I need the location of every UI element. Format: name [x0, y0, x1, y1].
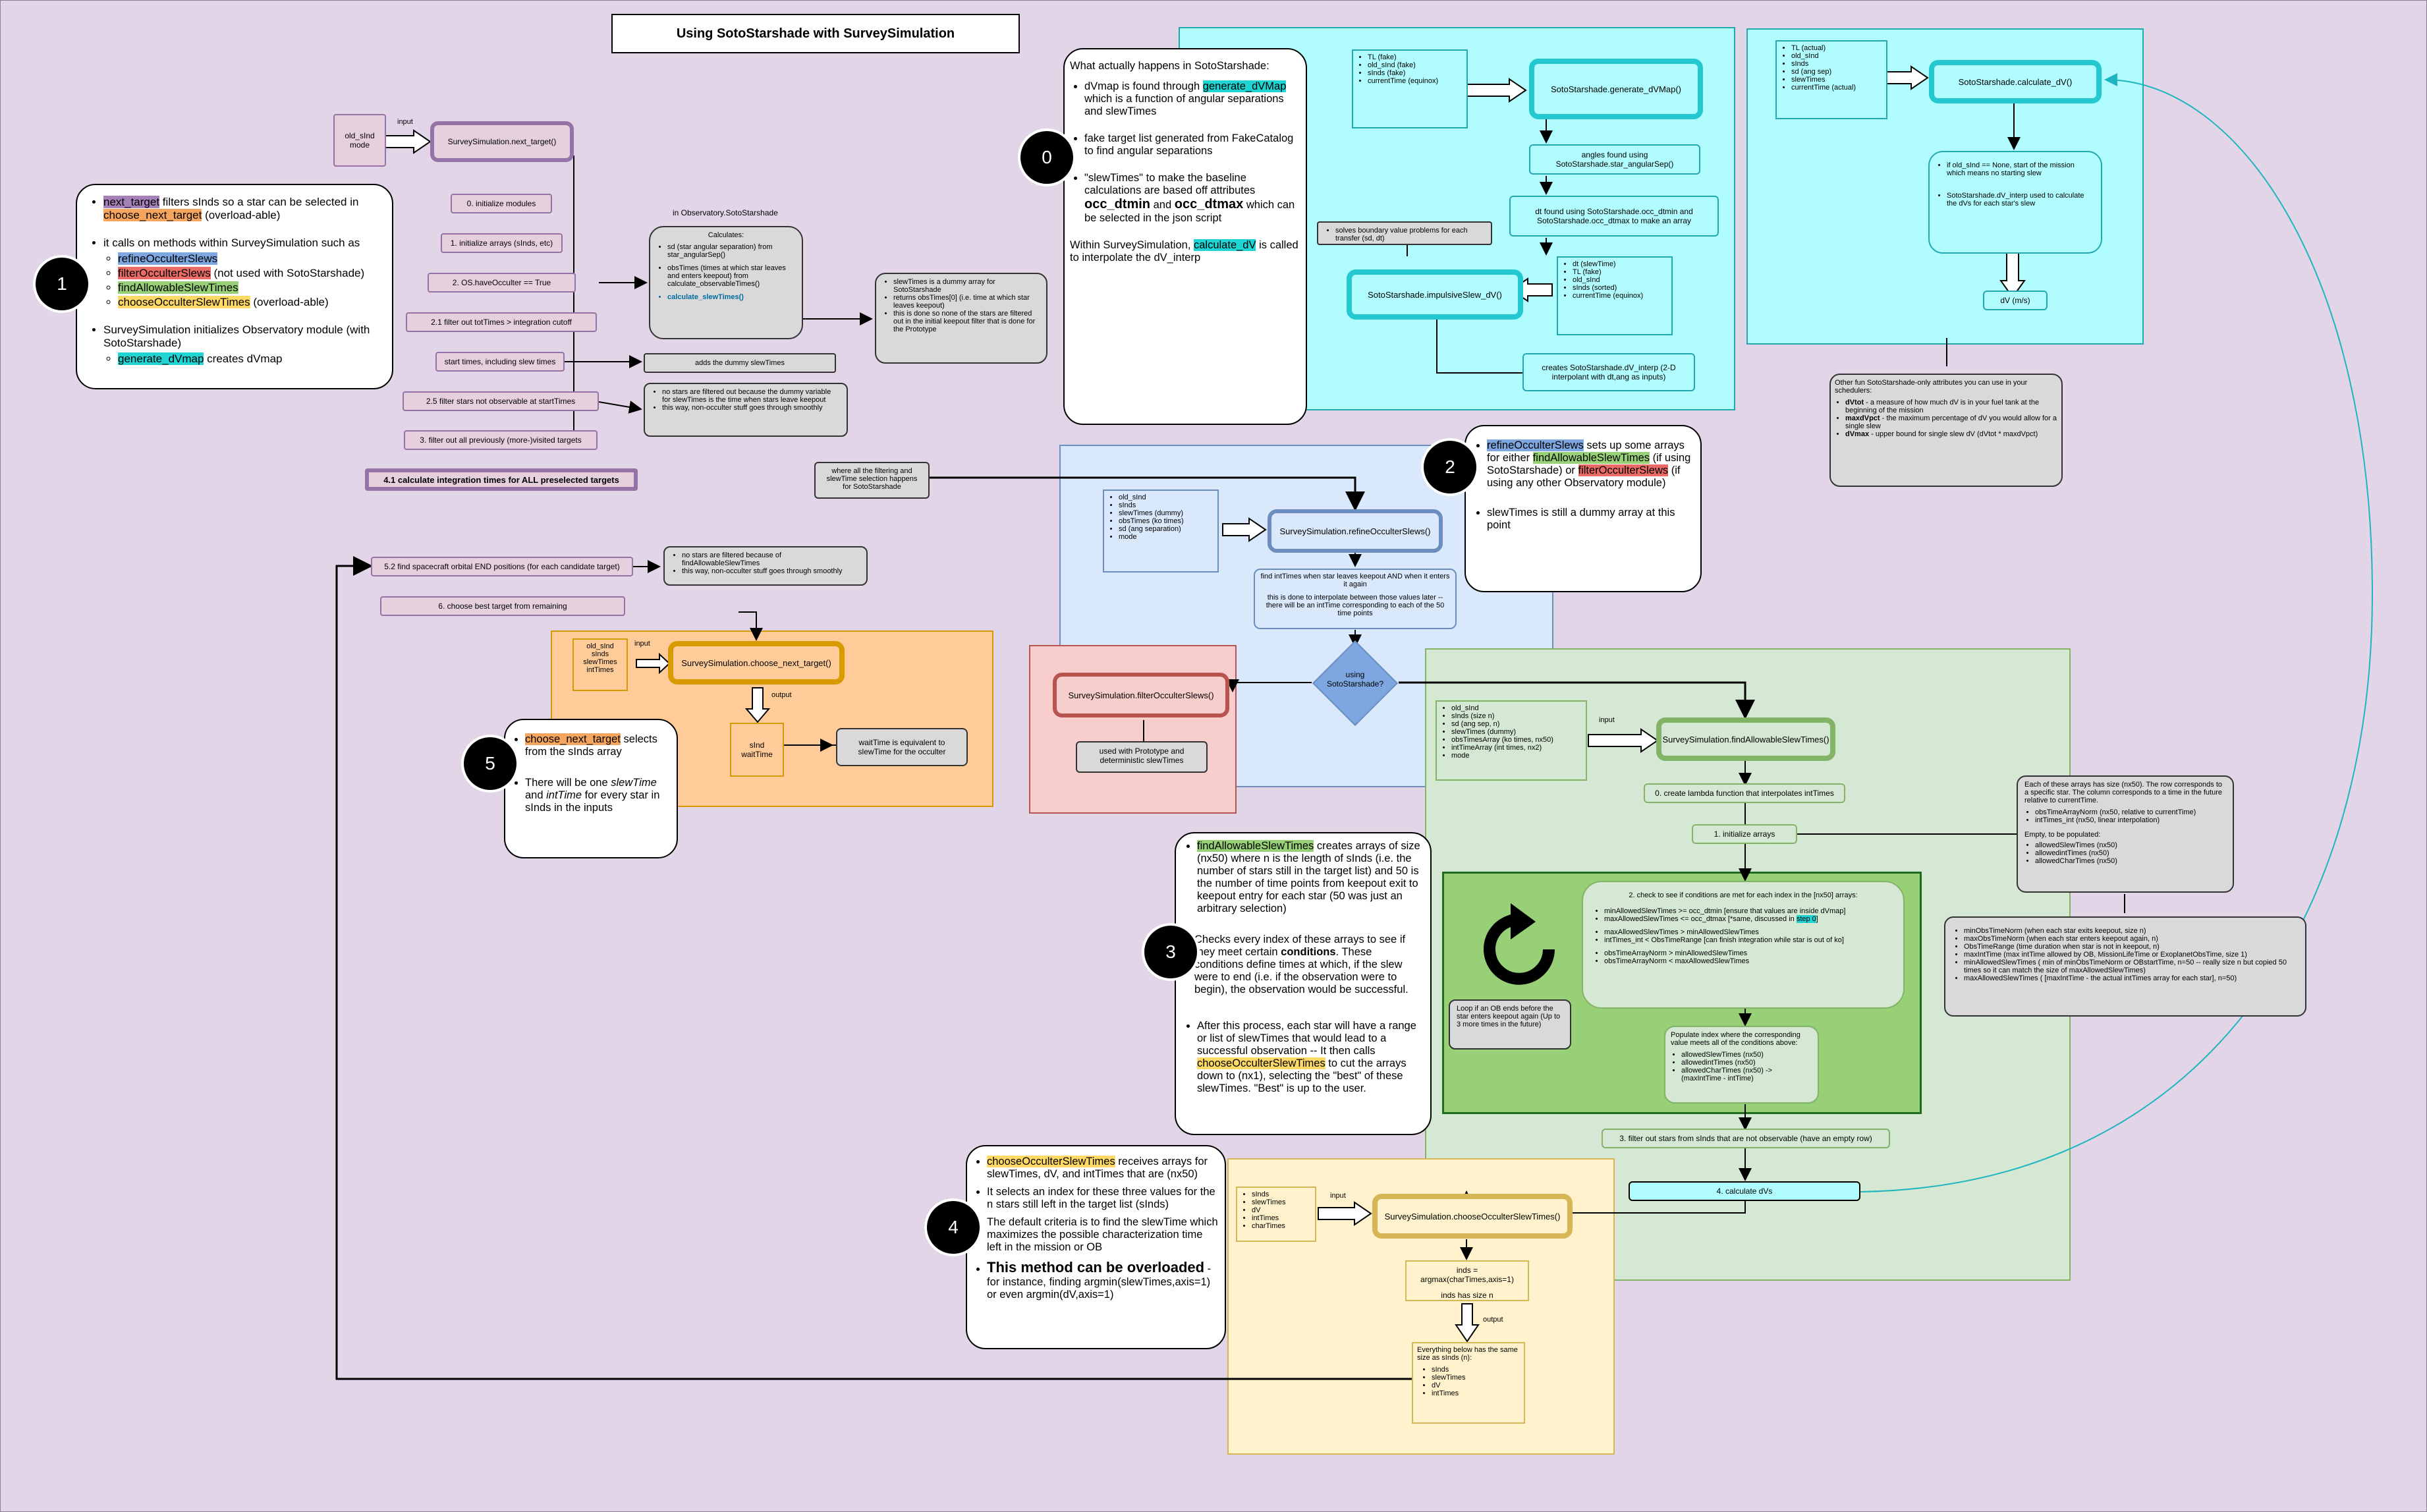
step-1-init-arrays-find: 1. initialize arrays: [1692, 824, 1797, 844]
choose-next-process: SurveySimulation.choose_next_target(): [668, 641, 845, 685]
input-label: input: [397, 118, 413, 126]
dv-interp-step: creates SotoStarshade.dV_interp (2-D int…: [1522, 353, 1695, 391]
link-filter-note: [598, 401, 642, 414]
step-3-filter-empty: 3. filter out stars from sInds that are …: [1602, 1129, 1890, 1148]
observatory-calculates: Calculates: sd (star angular separation)…: [649, 226, 803, 339]
refine-process: SurveySimulation.refineOcculterSlews(): [1268, 509, 1443, 553]
choose-slew-inputs: sIndsslewTimesdVintTimescharTimes: [1236, 1187, 1316, 1242]
link-imp-interp: [1436, 318, 1563, 379]
dummy-slew-note: adds the dummy slewTimes: [644, 353, 836, 373]
page-title: Using SotoStarshade with SurveySimulatio…: [611, 14, 1020, 53]
refine-note: find intTimes when star leaves keepout A…: [1254, 569, 1457, 629]
step-2-conditions: 2. check to see if conditions are met fo…: [1582, 881, 1905, 1009]
generate-dvmap-process: SotoStarshade.generate_dVMap(): [1529, 59, 1703, 119]
note-box-2: refineOcculterSlews sets up some arrays …: [1465, 425, 1702, 592]
step-2-have-occulter: 2. OS.haveOcculter == True: [428, 273, 576, 293]
calc-inputs: TL (actual)old_sIndsIndssd (ang sep)slew…: [1775, 40, 1887, 119]
decision-label: using SotoStarshade?: [1326, 670, 1384, 688]
filter-note: used with Prototype and deterministic sl…: [1076, 741, 1208, 773]
link-loop-back: [335, 556, 1417, 1380]
step-start-times: start times, including slew times: [435, 352, 565, 372]
step-3-filter-visited: 3. filter out all previously (more-)visi…: [404, 430, 598, 450]
calc-desc: if old_sInd == None, start of the missio…: [1928, 151, 2102, 254]
waittime-note: waitTime is equivalent to slewTime for t…: [836, 728, 968, 766]
note-box-5: choose_next_target selects from the sInd…: [504, 719, 678, 858]
note-box-1: next_target filters sInds so a star can …: [76, 184, 393, 389]
link-decision-filter: [1226, 679, 1312, 692]
step-4-calculate-dvs: 4. calculate dVs: [1629, 1181, 1860, 1201]
step-4-1-integration: 4.1 calculate integration times for ALL …: [365, 468, 638, 491]
inds-box: inds = argmax(charTimes,axis=1) inds has…: [1405, 1260, 1529, 1301]
choose-next-output: sInd waitTime: [730, 723, 784, 777]
marker-1: 1: [36, 258, 88, 310]
note-box-0: What actually happens in SotoStarshade: …: [1063, 48, 1307, 425]
where-filtering-note: where all the filtering and slewTime sel…: [814, 462, 930, 499]
marker-2: 2: [1424, 441, 1476, 493]
link-decision-find: [1399, 681, 1755, 719]
step-2-1-filter: 2.1 filter out totTimes > integration cu…: [406, 312, 597, 332]
loop-arrow-icon: [1484, 903, 1555, 985]
link-choose-best: [739, 611, 763, 641]
link-calculate-dvs: [1859, 73, 2374, 1192]
find-allowable-process: SurveySimulation.findAllowableSlewTimes(…: [1656, 717, 1835, 761]
populate-box: Populate index where the corresponding v…: [1664, 1026, 1819, 1104]
step-5-2-orbital: 5.2 find spacecraft orbital END position…: [371, 557, 633, 576]
next-target-input: old_sInd mode: [333, 114, 386, 167]
next-target-process: SurveySimulation.next_target(): [430, 121, 574, 162]
bvp-note: solves boundary value problems for each …: [1317, 221, 1492, 245]
impulsive-slew-process: SotoStarshade.impulsiveSlew_dV(): [1347, 269, 1523, 320]
step-1-init-arrays: 1. initialize arrays (sInds, etc): [441, 233, 563, 253]
step-6-choose-best: 6. choose best target from remaining: [380, 596, 625, 616]
arrow-input-next: [384, 129, 432, 154]
choose-next-input-label: input: [634, 640, 650, 648]
dv-output: dV (m/s): [1983, 291, 2048, 310]
fake-inputs: TL (fake)old_sInd (fake)sInds (fake)curr…: [1352, 49, 1468, 128]
filter-occulter-process: SurveySimulation.filterOcculterSlews(): [1053, 673, 1229, 717]
arrays-note: Each of these arrays has size (nx50). Th…: [2017, 775, 2234, 893]
marker-0: 0: [1020, 131, 1073, 184]
link-to-refine: [842, 476, 1365, 511]
orbital-note: no stars are filtered because of findAll…: [663, 546, 868, 586]
choose-next-output-label: output: [771, 691, 792, 699]
after-box: Everything below has the same size as sI…: [1412, 1342, 1525, 1424]
fun-attributes: Other fun SotoStarshade-only attributes …: [1829, 374, 2063, 487]
definitions-note: minObsTimeNorm (when each star exits kee…: [1944, 916, 2306, 1017]
note-box-3: findAllowableSlewTimes creates arrays of…: [1175, 832, 1432, 1135]
choose-slew-input-label: input: [1330, 1192, 1346, 1200]
marker-5: 5: [464, 737, 516, 790]
dt-step: dt found using SotoStarshade.occ_dtmin a…: [1509, 196, 1719, 237]
step-0-init-modules: 0. initialize modules: [451, 194, 552, 213]
marker-3: 3: [1144, 926, 1197, 978]
find-input-label: input: [1599, 716, 1615, 724]
marker-4: 4: [927, 1201, 980, 1254]
choose-slew-process: SurveySimulation.chooseOcculterSlewTimes…: [1372, 1194, 1573, 1239]
filter-note: no stars are filtered out because the du…: [644, 383, 848, 437]
angular-sep-step: angles found using SotoStarshade.star_an…: [1529, 144, 1700, 175]
choose-slew-output-label: output: [1483, 1316, 1503, 1324]
note-box-4: chooseOcculterSlewTimes receives arrays …: [966, 1145, 1226, 1349]
slewtimes-dummy-note: slewTimes is a dummy array for SotoStars…: [875, 273, 1047, 364]
observatory-caption: in Observatory.SotoStarshade: [673, 208, 778, 217]
step-2-5-filter: 2.5 filter stars not observable at start…: [403, 391, 599, 411]
loop-note: Loop if an OB ends before the star enter…: [1449, 999, 1571, 1050]
calculate-dv-process: SotoStarshade.calculate_dV(): [1929, 60, 2102, 103]
step-0-lambda: 0. create lambda function that interpola…: [1644, 783, 1845, 803]
